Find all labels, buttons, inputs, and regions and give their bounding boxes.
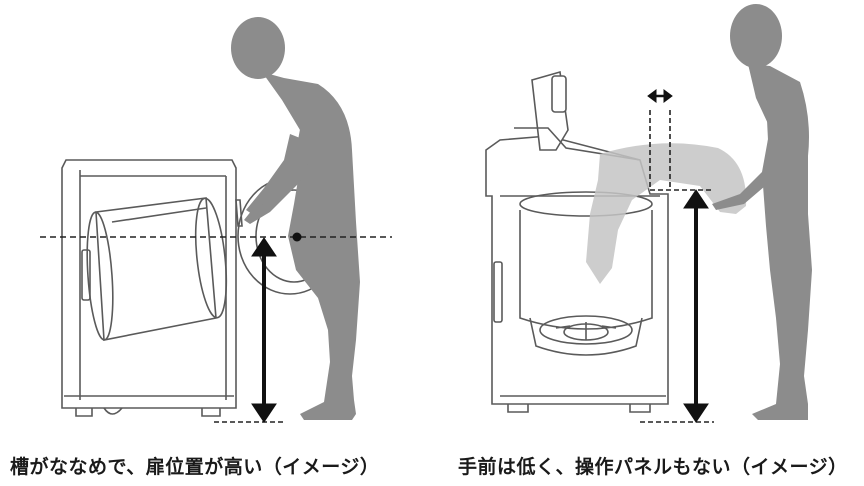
caption-drum-washer: 槽がななめで、扉位置が高い（イメージ） [10, 456, 380, 478]
top-loader-washer [485, 70, 669, 413]
tilted-drum [86, 197, 228, 341]
caption-top-loader: 手前は低く、操作パネルもない（イメージ） [458, 456, 848, 478]
height-arrow-right [683, 189, 709, 423]
wash-tub [519, 191, 653, 356]
person-left [231, 17, 360, 420]
laundry [586, 143, 747, 284]
control-tower [514, 70, 641, 161]
depth-arrow [647, 89, 673, 103]
left-height-indicator [40, 232, 392, 423]
person-right [712, 4, 812, 420]
right-height-indicator [640, 89, 714, 423]
height-arrow [251, 237, 277, 423]
